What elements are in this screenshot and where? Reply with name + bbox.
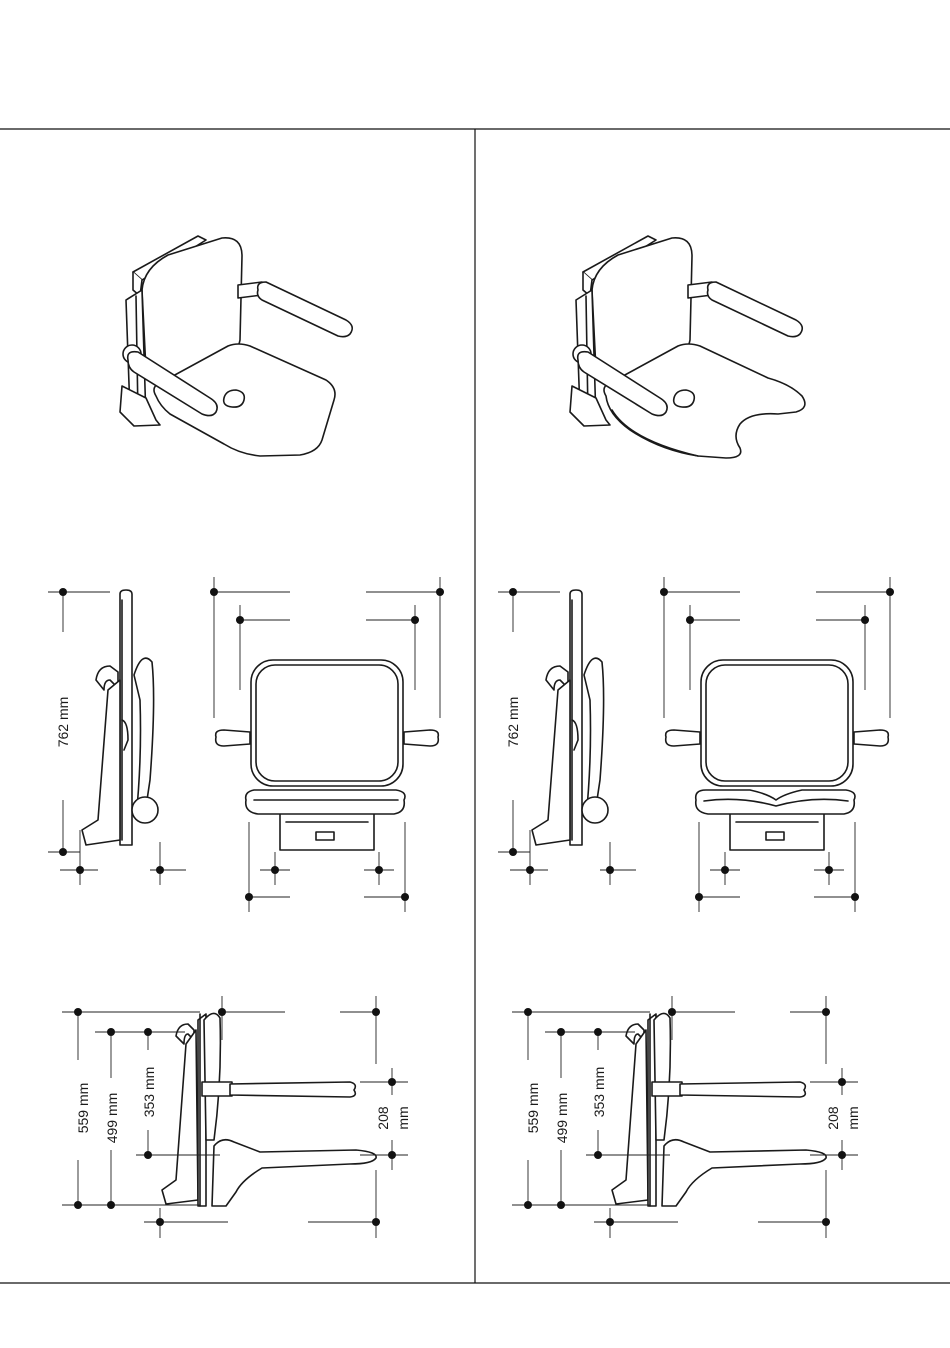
label-height-right: 762 mm	[505, 697, 521, 748]
panel-right: 762 mm	[498, 236, 894, 1238]
label-armrest-depth-right: 499 mm	[554, 1093, 570, 1144]
side-view-folded	[82, 590, 158, 845]
label-armrest-depth: 499 mm	[104, 1093, 120, 1144]
iso-view-standard-seat	[120, 236, 352, 456]
label-seat-to-arm-right: 353 mm	[591, 1067, 607, 1118]
label-arm-height-value-right: 208	[825, 1106, 841, 1130]
top-view-standard-seat: 559 mm 499 mm 353 mm 208	[62, 996, 411, 1238]
panel-left: 762 mm	[48, 236, 444, 1238]
iso-view-cutout-seat	[570, 236, 805, 458]
label-total-depth-right: 559 mm	[525, 1083, 541, 1134]
label-seat-to-arm: 353 mm	[141, 1067, 157, 1118]
front-view-standard-seat	[210, 577, 444, 912]
label-arm-height-unit: mm	[395, 1106, 411, 1129]
side-view-folded-cutout	[532, 590, 608, 845]
label-arm-height-value: 208	[375, 1106, 391, 1130]
label-total-depth: 559 mm	[75, 1083, 91, 1134]
label-height: 762 mm	[55, 697, 71, 748]
label-arm-height-unit-right: mm	[845, 1106, 861, 1129]
front-view-cutout-seat	[660, 577, 894, 912]
